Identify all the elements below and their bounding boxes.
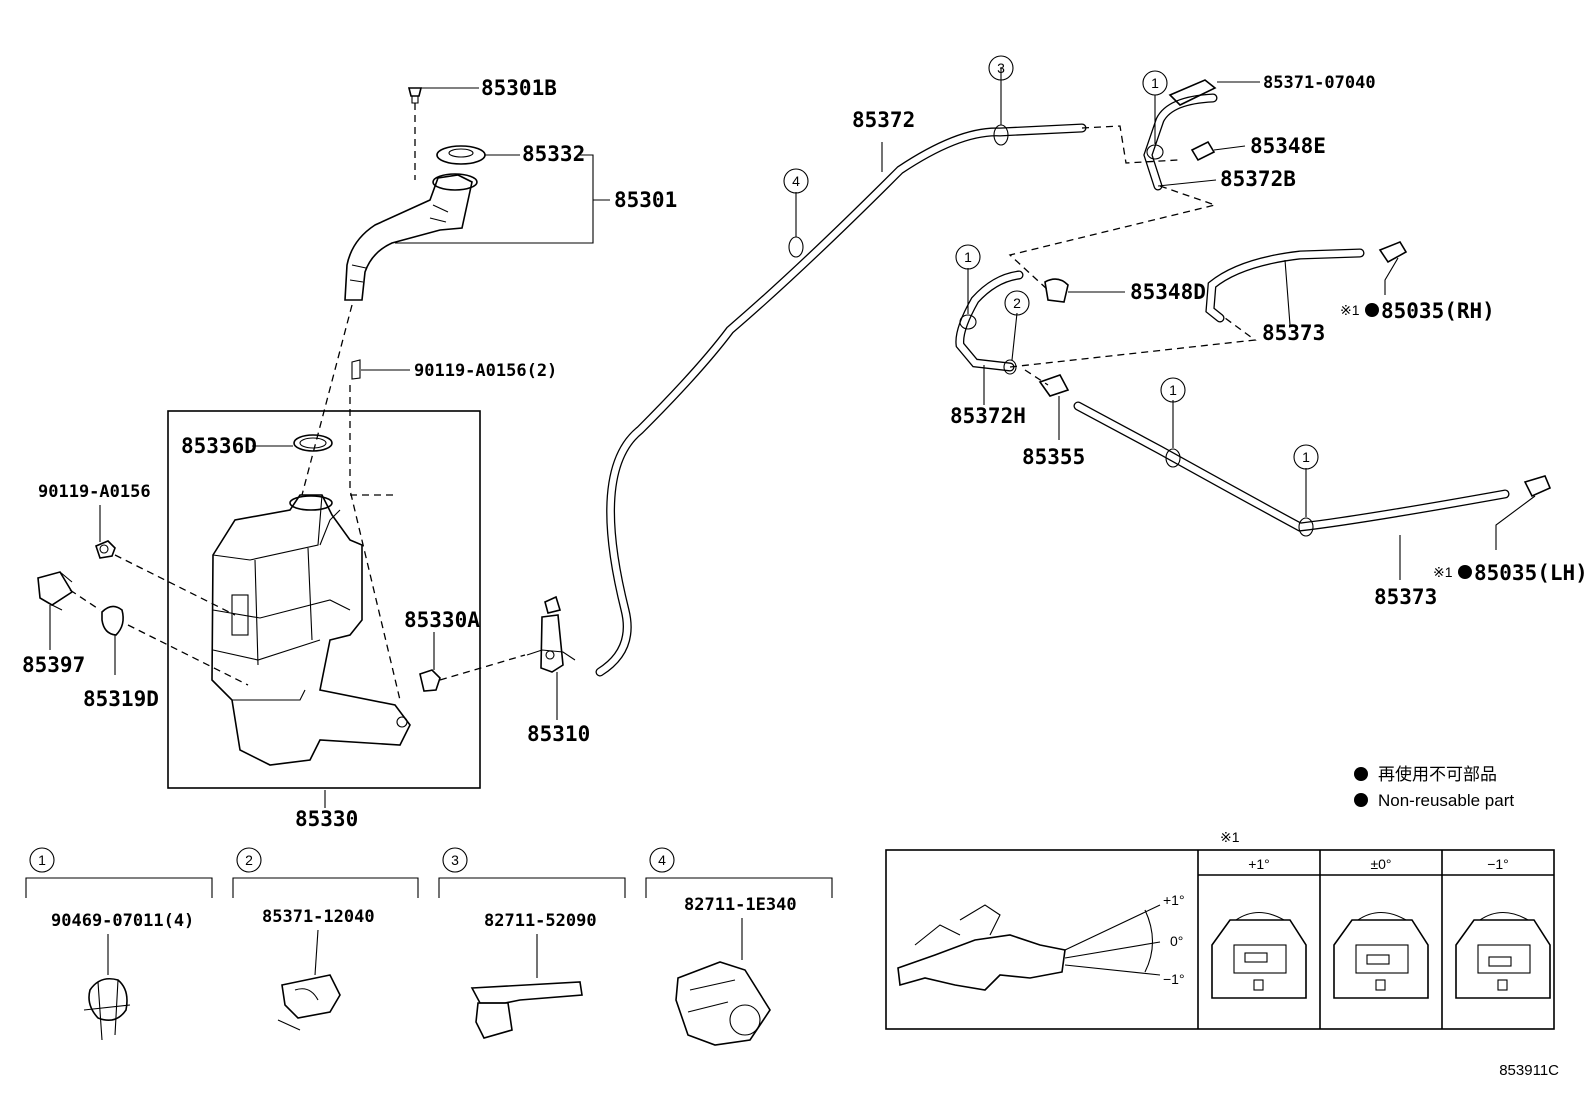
label-85319D: 85319D	[83, 687, 159, 711]
hose-85372B	[1143, 93, 1218, 191]
label-85301B: 85301B	[481, 76, 557, 100]
label-85397: 85397	[22, 653, 85, 677]
clip-part-90469: 90469-07011(4)	[51, 911, 194, 931]
callout-3-hose: 3	[988, 55, 1014, 81]
label-85355: 85355	[1022, 445, 1085, 469]
label-85035-lh: 85035(LH)	[1474, 561, 1588, 585]
label-85301: 85301	[614, 188, 677, 212]
angle-header-zero: ±0°	[1370, 856, 1391, 872]
legend-dot-en	[1354, 793, 1368, 807]
hose-guide-lines	[1008, 125, 1257, 386]
svg-text:1: 1	[1151, 75, 1159, 91]
clip-section-3: 3 82711-52090	[438, 847, 626, 1039]
clip-part-82711-1E340: 82711-1E340	[684, 895, 797, 915]
angle-label-zero: 0°	[1170, 933, 1183, 949]
hose-85372H	[955, 270, 1024, 372]
label-85373-lh: 85373	[1374, 585, 1437, 609]
angle-table	[885, 849, 1555, 1030]
label-85348D: 85348D	[1130, 280, 1206, 304]
nozzle-angle-drawing	[897, 904, 1161, 991]
angle-label-plus1: +1°	[1163, 892, 1185, 908]
svg-text:4: 4	[658, 852, 666, 868]
hose-fittings	[788, 79, 1552, 537]
hose-85372	[595, 123, 1087, 677]
label-85372: 85372	[852, 108, 915, 132]
legend-jp: 再使用不可部品	[1378, 764, 1497, 784]
svg-text:1: 1	[1302, 449, 1310, 465]
nozzle-view-plus1	[1211, 911, 1307, 999]
callout-1-hose-b: 1	[955, 244, 981, 270]
callout-1-hose-a: 1	[1142, 70, 1168, 96]
angle-header-minus1: −1°	[1487, 856, 1509, 872]
nozzle-view-minus1	[1455, 911, 1551, 999]
svg-text:2: 2	[245, 852, 253, 868]
non-reusable-dot-rh	[1365, 303, 1379, 317]
callout-1-hose-c: 1	[1160, 377, 1186, 403]
mark-prefix-rh: ※1	[1340, 302, 1360, 318]
pump-motor-drawing	[526, 595, 576, 673]
angle-label-minus1: −1°	[1163, 971, 1185, 987]
callout-2-hose: 2	[1004, 290, 1030, 316]
small-parts-left	[37, 359, 441, 692]
label-90119-A0156-2: 90119-A0156(2)	[414, 361, 557, 381]
tank-assembly-box	[167, 410, 481, 789]
label-85336D: 85336D	[181, 434, 257, 458]
hose-85373-lh	[1073, 401, 1510, 532]
non-reusable-dot-lh	[1458, 565, 1472, 579]
nozzle-view-zero	[1333, 911, 1429, 999]
label-85348E: 85348E	[1250, 134, 1326, 158]
svg-text:1: 1	[964, 249, 972, 265]
svg-text:1: 1	[1169, 382, 1177, 398]
mark-prefix-lh: ※1	[1433, 564, 1453, 580]
label-85330: 85330	[295, 807, 358, 831]
label-85310: 85310	[527, 722, 590, 746]
callout-1-hose-d: 1	[1293, 444, 1319, 470]
label-85373-rh: 85373	[1262, 321, 1325, 345]
angle-note-mark: ※1	[1220, 829, 1240, 845]
label-85035-rh: 85035(RH)	[1381, 299, 1495, 323]
label-90119-A0156: 90119-A0156	[38, 482, 151, 502]
clip-section-2: 2 85371-12040	[232, 847, 419, 1031]
callout-4-hose: 4	[783, 168, 809, 194]
tank-guide-lines	[69, 103, 526, 701]
filler-neck-drawing	[344, 87, 486, 301]
svg-text:4: 4	[792, 173, 800, 189]
svg-text:3: 3	[997, 60, 1005, 76]
legend-en: Non-reusable part	[1378, 791, 1514, 810]
label-85372B: 85372B	[1220, 167, 1296, 191]
label-85371-07040: 85371-07040	[1263, 73, 1376, 93]
label-85332: 85332	[522, 142, 585, 166]
legend-dot-jp	[1354, 767, 1368, 781]
angle-header-plus1: +1°	[1248, 856, 1270, 872]
clip-section-1: 1 90469-07011(4)	[25, 847, 213, 1041]
svg-text:2: 2	[1013, 295, 1021, 311]
hose-85373-rh	[1205, 248, 1365, 323]
label-85372H: 85372H	[950, 404, 1026, 428]
svg-text:1: 1	[38, 852, 46, 868]
washer-tank-drawing	[211, 434, 411, 766]
clip-section-4: 4 82711-1E340	[645, 847, 833, 1046]
diagram-id: 853911C	[1499, 1062, 1559, 1079]
label-85330A: 85330A	[404, 608, 480, 632]
clip-part-82711-52090: 82711-52090	[484, 911, 597, 931]
leader-lines	[49, 68, 1536, 808]
clip-part-85371-12040: 85371-12040	[262, 907, 375, 927]
svg-text:3: 3	[451, 852, 459, 868]
